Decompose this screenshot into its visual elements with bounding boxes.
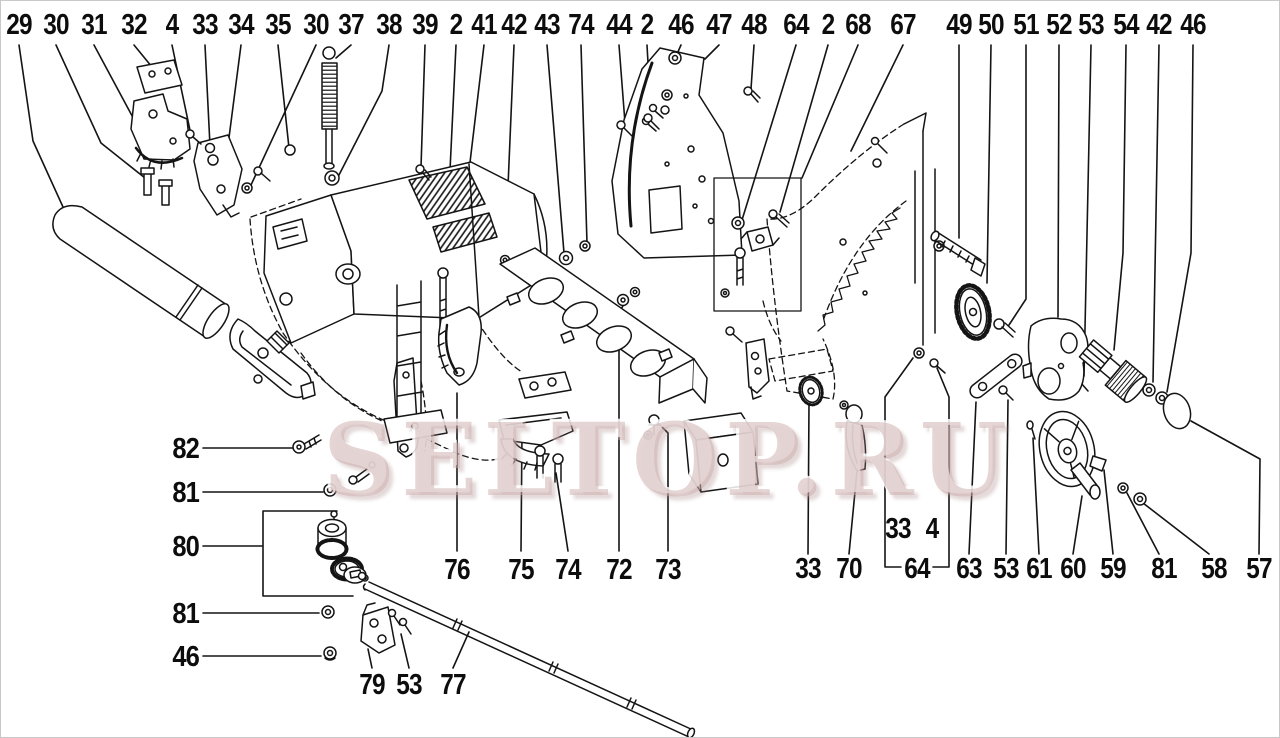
part-number-label: 63 [956,553,982,585]
part-handwheel [1026,410,1147,506]
part-number-label: 30 [43,9,69,41]
part-number-label: 81 [1151,553,1177,585]
part-number-label: 68 [845,9,871,41]
part-number-label: 4 [165,9,180,41]
part-number-label: 80 [172,531,200,563]
part-worm-housing [1022,317,1089,401]
part-washers [558,240,660,440]
part-trunnion-box [713,177,802,312]
part-number-label: 44 [606,9,632,41]
part-number-label: 31 [81,9,107,41]
part-sector-support [437,306,482,386]
part-clamp-lever [798,347,946,472]
part-number-label: 4 [925,513,940,545]
part-number-label: 46 [668,9,694,41]
part-number-label: 82 [172,433,200,465]
part-link [969,353,1023,399]
part-number-label: 64 [904,553,930,585]
part-number-label: 47 [706,9,732,41]
part-number-label: 37 [338,9,364,41]
part-number-label: 74 [555,554,581,586]
part-number-label: 49 [946,9,972,41]
part-number-label: 34 [228,9,254,41]
part-number-label: 46 [1180,9,1206,41]
part-switch-box [683,326,770,493]
part-number-label: 57 [1246,553,1272,585]
part-number-label: 81 [172,477,200,509]
part-number-label: 58 [1201,553,1227,585]
part-number-label: 64 [783,9,809,41]
part-spring-rod [321,46,432,186]
part-number-label: 2 [821,9,836,41]
part-number-label: 53 [993,553,1019,585]
part-number-label: 32 [121,9,147,41]
part-number-label: 51 [1013,9,1039,41]
part-number-label: 67 [890,9,916,41]
part-drive-shaft [357,571,696,737]
part-number-label: 33 [192,9,218,41]
part-number-label: 72 [606,554,632,586]
part-number-label: 77 [440,669,466,701]
part-number-label: 30 [303,9,329,41]
part-number-label: 53 [396,669,422,701]
part-number-label: 60 [1060,553,1086,585]
part-number-label: 33 [885,513,911,545]
part-toothed-plate [817,112,945,346]
part-number-label: 33 [795,553,821,585]
part-number-label: 41 [471,9,497,41]
part-end-fasteners [1142,383,1192,430]
part-number-label: 75 [508,554,534,586]
part-splined-shaft [1078,339,1148,403]
part-number-label: 73 [655,554,681,586]
part-guard-plate [611,47,761,259]
part-number-label: 53 [1078,9,1104,41]
part-number-label: 2 [449,9,464,41]
part-number-label: 81 [172,598,200,630]
part-motor [263,161,548,444]
part-left-fasteners [292,434,376,661]
part-lead-screw [930,230,986,277]
part-small-screws [616,113,660,137]
part-number-label: 39 [412,9,438,41]
part-number-label: 35 [265,9,291,41]
part-spacer-bar [499,247,708,404]
part-number-label: 76 [444,554,470,586]
part-clamp-strap [229,318,316,400]
part-number-label: 54 [1113,9,1139,41]
part-handle-tube [52,204,230,339]
part-number-label: 74 [568,9,594,41]
part-number-label: 50 [978,9,1004,41]
part-bracket-cluster [130,59,296,218]
part-number-label: 61 [1026,553,1052,585]
part-number-label: 29 [6,9,32,41]
part-number-label: 42 [1146,9,1172,41]
part-number-label: 52 [1046,9,1072,41]
part-number-label: 70 [836,553,862,585]
part-number-label: 38 [376,9,402,41]
part-gear [954,283,992,341]
part-mount-plates [498,371,574,483]
part-number-label: 43 [534,9,560,41]
part-number-label: 59 [1100,553,1126,585]
part-keeper-plate [360,602,412,654]
part-number-label: 48 [741,9,767,41]
part-number-label: 2 [640,9,655,41]
part-number-label: 79 [359,669,385,701]
part-cap-disc [1162,392,1192,430]
part-number-label: 42 [501,9,527,41]
part-number-label: 46 [172,641,200,673]
